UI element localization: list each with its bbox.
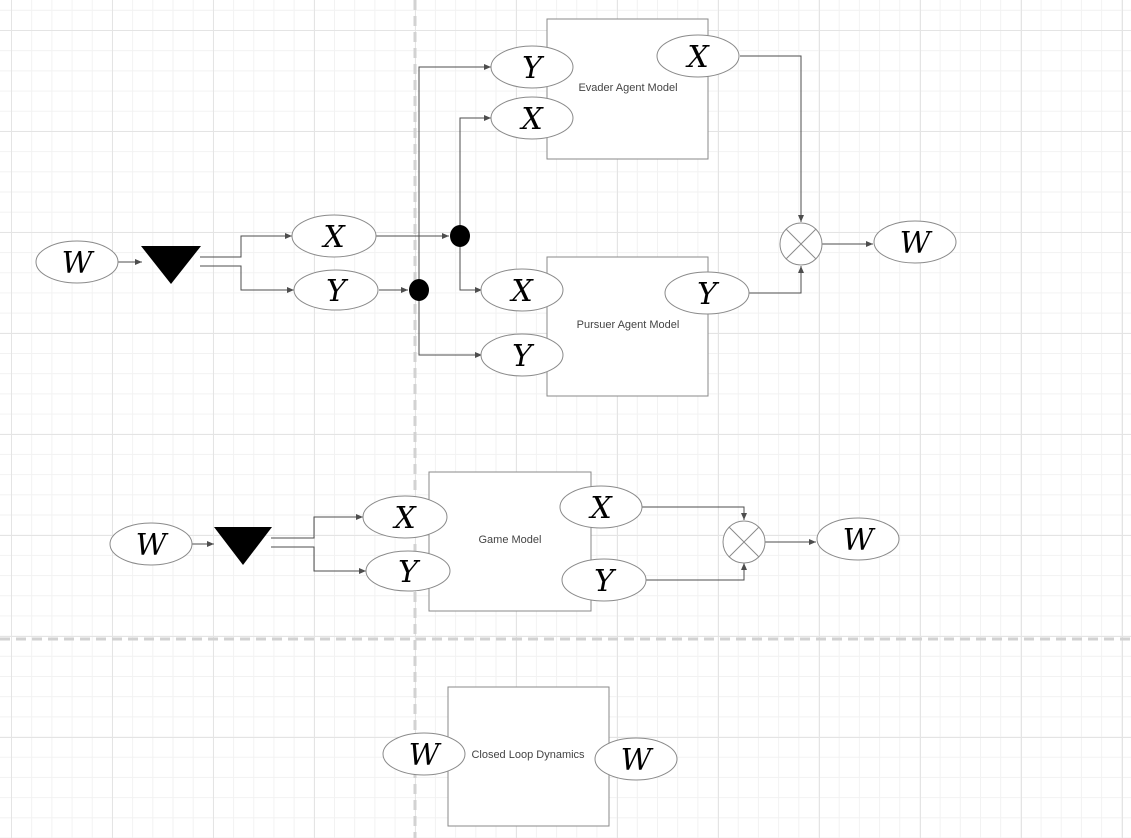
wire-game-split-to-y: [271, 546, 366, 574]
wire-ynode-to-evader-y: [418, 64, 491, 290]
output-w-ellipse[interactable]: [873, 220, 957, 264]
game-output-y-ellipse[interactable]: [561, 558, 647, 602]
game-multiplier-symbol: [722, 520, 766, 564]
evader-input-y-label: Y: [522, 51, 545, 86]
closed-loop-output-w-ellipse[interactable]: [594, 737, 678, 781]
game-input-w-label: W: [136, 528, 169, 563]
game-output-y-label: Y: [594, 564, 617, 599]
closed-loop-input-w-ellipse[interactable]: [382, 732, 466, 776]
evader-input-y-ellipse[interactable]: [490, 45, 574, 89]
pursuer-output-y-label: Y: [697, 277, 720, 312]
wire-pursuer-out-to-mult: [749, 266, 804, 294]
wire-xnode-to-pursuer-x: [459, 236, 482, 293]
split-triangle: [141, 246, 201, 284]
game-input-y-ellipse[interactable]: [365, 550, 451, 592]
evader-output-x-ellipse[interactable]: [656, 34, 740, 78]
wire-evader-out-to-mult: [740, 55, 804, 222]
wire-split-to-x: [200, 233, 292, 258]
game-input-x-label: X: [392, 501, 417, 536]
game-output-x-label: X: [588, 491, 613, 526]
input-w-label: W: [62, 246, 95, 281]
evader-agent-label: Evader Agent Model: [578, 82, 677, 94]
junction-node-y: [409, 279, 429, 301]
game-input-w-ellipse[interactable]: [109, 522, 193, 566]
wire-game-split-to-x: [271, 514, 363, 539]
game-input-y-label: Y: [398, 555, 421, 590]
output-w-label: W: [900, 226, 933, 261]
x-ellipse[interactable]: [291, 214, 377, 258]
game-output-w-ellipse[interactable]: [816, 517, 900, 561]
pursuer-input-x-ellipse[interactable]: [480, 268, 564, 312]
game-output-x-ellipse[interactable]: [559, 485, 643, 529]
evader-input-x-ellipse[interactable]: [490, 96, 574, 140]
game-model-block[interactable]: [428, 471, 592, 612]
game-model-label: Game Model: [479, 534, 542, 546]
wire-game-y-to-mult: [646, 563, 747, 581]
pursuer-input-x-label: X: [509, 274, 534, 309]
junction-node-x: [450, 225, 470, 247]
wire-game-x-to-mult: [642, 506, 747, 520]
evader-output-x-label: X: [685, 40, 710, 75]
y-label: Y: [326, 274, 349, 309]
closed-loop-label: Closed Loop Dynamics: [471, 749, 585, 761]
multiplier-symbol: [779, 222, 823, 266]
evader-input-x-label: X: [519, 102, 544, 137]
closed-loop-input-w-label: W: [409, 738, 442, 773]
game-input-x-ellipse[interactable]: [362, 495, 448, 539]
wire-ynode-to-pursuer-y: [418, 290, 482, 358]
x-label: X: [321, 220, 346, 255]
wire-split-to-y: [200, 265, 294, 293]
closed-loop-output-w-label: W: [621, 743, 654, 778]
game-split-triangle: [214, 527, 272, 565]
closed-loop-block[interactable]: [447, 686, 610, 827]
pursuer-input-y-ellipse[interactable]: [480, 333, 564, 377]
pursuer-output-y-ellipse[interactable]: [664, 271, 750, 315]
input-w-ellipse[interactable]: [35, 240, 119, 284]
pursuer-input-y-label: Y: [512, 339, 535, 374]
wire-xnode-to-evader-x: [459, 115, 491, 236]
game-output-w-label: W: [843, 523, 876, 558]
pursuer-agent-label: Pursuer Agent Model: [577, 319, 680, 331]
y-ellipse[interactable]: [293, 269, 379, 311]
